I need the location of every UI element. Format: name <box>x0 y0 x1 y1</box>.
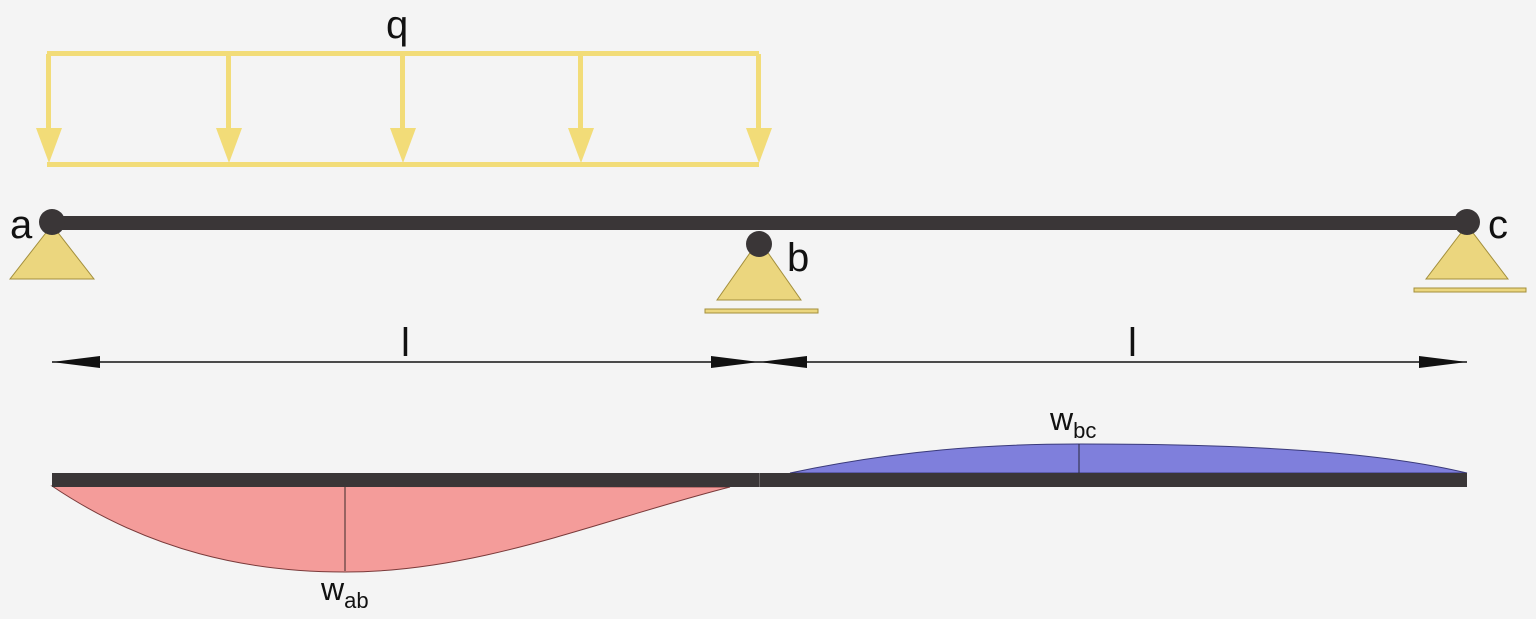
load-top-bar <box>47 51 759 56</box>
node-c <box>1454 209 1480 235</box>
node-b-label: b <box>787 236 809 280</box>
load-arrow <box>36 54 62 163</box>
load-bottom-bar <box>47 162 759 167</box>
span-right-label: l <box>1128 321 1137 365</box>
support-b <box>704 239 819 314</box>
deflection-beam-left <box>52 473 759 487</box>
deflection-ab-label: wab <box>320 571 369 613</box>
deflection-beam-right <box>760 473 1467 487</box>
node-a-label: a <box>10 203 33 247</box>
beam <box>52 216 1467 230</box>
node-c-label: c <box>1488 203 1508 247</box>
support-a <box>8 224 96 280</box>
node-a <box>39 209 65 235</box>
deflection-bc-label: wbc <box>1049 401 1096 443</box>
load-arrow <box>746 54 772 163</box>
load-arrow <box>216 54 242 163</box>
support-b-base <box>704 308 819 314</box>
dimension-left: l <box>52 321 759 368</box>
support-c <box>1413 224 1527 293</box>
load-label: q <box>386 3 408 47</box>
dimension-right: l <box>759 321 1467 368</box>
load-arrow <box>390 54 416 163</box>
deflection-bc <box>789 443 1468 474</box>
support-c-base <box>1413 287 1527 293</box>
span-left-label: l <box>401 321 410 365</box>
distributed-load: q <box>36 3 772 167</box>
node-b <box>746 231 772 257</box>
load-arrow <box>568 54 594 163</box>
deflection-ab <box>50 485 731 573</box>
